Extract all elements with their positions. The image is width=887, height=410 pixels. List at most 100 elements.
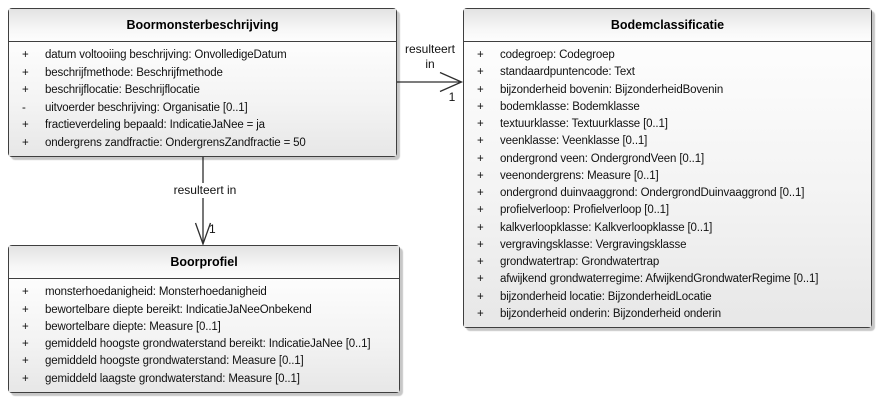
class-title: Boorprofiel: [9, 246, 399, 279]
attribute-text: gemiddeld laagste grondwaterstand: Measu…: [45, 372, 300, 385]
attribute-text: afwijkend grondwaterregime: AfwijkendGro…: [500, 273, 819, 286]
attributes-compartment: + monsterhoedanigheid: Monsterhoedanighei…: [9, 279, 399, 392]
attribute-row: + kalkverloopklasse: Kalkverloopklasse [0…: [464, 221, 871, 235]
attribute-text: beschrijflocatie: Beschrijflocatie: [45, 84, 200, 97]
attribute-text: bodemklasse: Bodemklasse: [500, 100, 640, 113]
association-resulteert-in-bodemclassificatie[interactable]: [397, 71, 464, 93]
class-box-boorprofiel[interactable]: Boorprofiel + monsterhoedanigheid: Monste…: [8, 245, 400, 393]
attribute-row: + gemiddeld hoogste grondwaterstand berei…: [9, 337, 399, 351]
attribute-text: monsterhoedanigheid: Monsterhoedanigheid: [45, 286, 267, 299]
visibility-marker: +: [22, 303, 29, 316]
attribute-text: bijzonderheid onderin: Bijzonderheid ond…: [500, 307, 722, 320]
visibility-marker: +: [477, 152, 484, 165]
attribute-text: kalkverloopklasse: Kalkverloopklasse [0.…: [500, 221, 713, 234]
visibility-marker: +: [477, 221, 484, 234]
attribute-text: profielverloop: Profielverloop [0..1]: [500, 204, 669, 217]
attribute-text: ondergrond duinvaaggrond: OndergrondDuin…: [500, 187, 805, 200]
attribute-row: + bewortelbare diepte bereikt: IndicatieJ…: [9, 303, 399, 317]
visibility-marker: +: [477, 273, 484, 286]
visibility-marker: +: [22, 119, 29, 132]
attribute-row: + beschrijfmethode: Beschrijfmethode: [9, 66, 396, 80]
visibility-marker: +: [22, 286, 29, 299]
attribute-row: + codegroep: Codegroep: [464, 48, 871, 62]
multiplicity-label: 1: [209, 222, 216, 236]
visibility-marker: +: [477, 290, 484, 303]
attribute-text: vergravingsklasse: Vergravingsklasse: [500, 238, 687, 251]
attribute-row: + standaardpuntencode: Text: [464, 65, 871, 79]
attribute-row: + datum voltooiing beschrijving: Onvolled…: [9, 48, 396, 62]
class-box-bodemclassificatie[interactable]: Bodemclassificatie + codegroep: Codegroep…: [463, 8, 872, 328]
attribute-text: codegroep: Codegroep: [500, 49, 615, 62]
association-label: resulteert in: [396, 42, 464, 72]
visibility-marker: +: [477, 204, 484, 217]
attribute-text: fractieverdeling bepaald: IndicatieJaNee…: [45, 119, 265, 132]
visibility-marker: +: [477, 238, 484, 251]
attribute-row: - uitvoerder beschrijving: Organisatie [0…: [9, 101, 396, 115]
attribute-row: + veenklasse: Veenklasse [0..1]: [464, 134, 871, 148]
multiplicity-label: 1: [448, 90, 456, 104]
attribute-text: grondwatertrap: Grondwatertrap: [500, 256, 660, 269]
attribute-row: + beschrijflocatie: Beschrijflocatie: [9, 83, 396, 97]
attribute-text: bewortelbare diepte: Measure [0..1]: [45, 320, 221, 333]
class-title: Bodemclassificatie: [464, 9, 871, 42]
attribute-row: + veenondergrens: Measure [0..1]: [464, 169, 871, 183]
attribute-row: + bijzonderheid bovenin: BijzonderheidBov…: [464, 83, 871, 97]
visibility-marker: +: [477, 66, 484, 79]
attribute-text: bewortelbare diepte bereikt: IndicatieJa…: [45, 303, 312, 316]
attribute-text: datum voltooiing beschrijving: Onvolledi…: [45, 49, 287, 62]
attributes-compartment: + datum voltooiing beschrijving: Onvolled…: [9, 42, 396, 156]
attributes-compartment: + codegroep: Codegroep + standaardpuntenco…: [464, 42, 871, 327]
visibility-marker: +: [22, 372, 29, 385]
attribute-text: veenondergrens: Measure [0..1]: [500, 169, 659, 182]
visibility-marker: +: [477, 307, 484, 320]
visibility-marker: +: [477, 83, 484, 96]
visibility-marker: +: [22, 320, 29, 333]
attribute-row: + textuurklasse: Textuurklasse [0..1]: [464, 117, 871, 131]
visibility-marker: +: [477, 100, 484, 113]
visibility-marker: +: [22, 338, 29, 351]
attribute-text: ondergrens zandfractie: OndergrensZandfr…: [45, 136, 306, 149]
attribute-row: + afwijkend grondwaterregime: AfwijkendGr…: [464, 272, 871, 286]
visibility-marker: +: [22, 136, 29, 149]
attribute-text: standaardpuntencode: Text: [500, 66, 635, 79]
class-title: Boormonsterbeschrijving: [9, 9, 396, 42]
attribute-row: + gemiddeld hoogste grondwaterstand: Meas…: [9, 354, 399, 368]
attribute-row: + fractieverdeling bepaald: IndicatieJaNe…: [9, 118, 396, 132]
association-label-line1: resulteert: [404, 42, 456, 56]
attribute-text: ondergrond veen: OndergrondVeen [0..1]: [500, 152, 705, 165]
visibility-marker: +: [477, 49, 484, 62]
attribute-row: + monsterhoedanigheid: Monsterhoedanighei…: [9, 285, 399, 299]
attribute-row: + bodemklasse: Bodemklasse: [464, 100, 871, 114]
attribute-row: + profielverloop: Profielverloop [0..1]: [464, 203, 871, 217]
association-label: resulteert in: [158, 183, 252, 198]
visibility-marker: +: [477, 187, 484, 200]
class-box-boormonsterbeschrijving[interactable]: Boormonsterbeschrijving + datum voltooiin…: [8, 8, 397, 157]
attribute-text: textuurklasse: Textuurklasse [0..1]: [500, 118, 668, 131]
visibility-marker: +: [477, 256, 484, 269]
attribute-text: veenklasse: Veenklasse [0..1]: [500, 135, 648, 148]
attribute-row: + bewortelbare diepte: Measure [0..1]: [9, 320, 399, 334]
attribute-text: beschrijfmethode: Beschrijfmethode: [45, 66, 223, 79]
attribute-text: uitvoerder beschrijving: Organisatie [0.…: [45, 101, 248, 114]
association-label-line2: in: [425, 57, 435, 71]
attribute-row: + vergravingsklasse: Vergravingsklasse: [464, 238, 871, 252]
attribute-row: + bijzonderheid onderin: Bijzonderheid on…: [464, 307, 871, 321]
attribute-row: + ondergrens zandfractie: OndergrensZandf…: [9, 136, 396, 150]
visibility-marker: +: [477, 169, 484, 182]
attribute-row: + ondergrond veen: OndergrondVeen [0..1]: [464, 152, 871, 166]
visibility-marker: +: [477, 118, 484, 131]
attribute-row: + grondwatertrap: Grondwatertrap: [464, 255, 871, 269]
visibility-marker: -: [22, 101, 26, 114]
visibility-marker: +: [22, 355, 29, 368]
attribute-text: bijzonderheid locatie: BijzonderheidLoca…: [500, 290, 712, 303]
visibility-marker: +: [22, 49, 29, 62]
visibility-marker: +: [22, 66, 29, 79]
attribute-row: + bijzonderheid locatie: BijzonderheidLoc…: [464, 290, 871, 304]
attribute-text: bijzonderheid bovenin: BijzonderheidBove…: [500, 83, 724, 96]
attribute-text: gemiddeld hoogste grondwaterstand: Measu…: [45, 355, 304, 368]
visibility-marker: +: [22, 84, 29, 97]
attribute-row: + gemiddeld laagste grondwaterstand: Meas…: [9, 372, 399, 386]
visibility-marker: +: [477, 135, 484, 148]
attribute-text: gemiddeld hoogste grondwaterstand bereik…: [45, 338, 371, 351]
attribute-row: + ondergrond duinvaaggrond: OndergrondDui…: [464, 186, 871, 200]
